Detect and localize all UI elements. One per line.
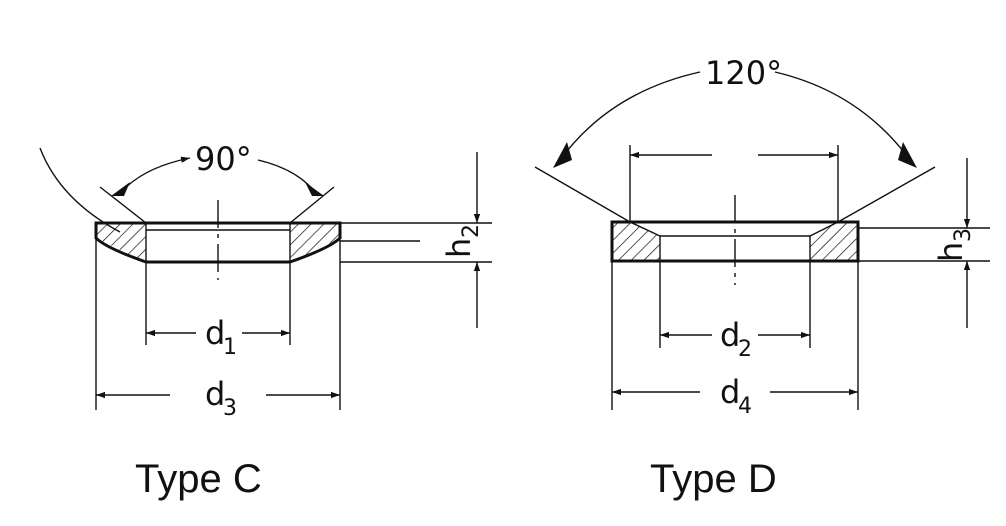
type-c-angle-label: 90° [195, 140, 252, 178]
type-c-sphere-arc [39, 147, 121, 233]
svg-text:2: 2 [738, 337, 752, 362]
type-d-d2-label: d 2 [720, 316, 752, 362]
type-c-h-label: h 2 [440, 224, 484, 258]
type-d-angle-label: 120° [705, 54, 782, 92]
svg-text:h: h [440, 238, 478, 258]
type-d-chamfer-left [629, 221, 661, 237]
type-c-chamfer-ext-right [289, 186, 335, 224]
type-c-right-section [290, 223, 340, 262]
type-d-angle-arc-left [559, 71, 701, 161]
type-d-angle-arc-right [774, 71, 911, 161]
type-c-angle-arrow-left [111, 182, 130, 196]
type-c-chamfer-ext-left [99, 186, 147, 224]
type-c-d1-label: d 1 [205, 314, 237, 360]
type-c-label: Type C [135, 457, 262, 501]
svg-text:d: d [720, 316, 740, 354]
type-d-left-section [612, 222, 660, 261]
type-d-h-label: h 3 [932, 228, 976, 262]
type-c-washer: 90° h 2 d 1 d 3 Type C [39, 140, 492, 501]
type-d-angle-arrow-left [553, 142, 572, 168]
type-c-left-section [96, 223, 146, 262]
svg-text:d: d [205, 314, 225, 352]
type-c-angle-arc-right [257, 159, 319, 197]
type-c-angle-arc-left [117, 156, 191, 197]
type-d-right-section [810, 222, 858, 261]
svg-text:3: 3 [951, 228, 976, 242]
type-d-chamfer-ext-right [837, 166, 936, 223]
type-d-chamfer-ext-left [534, 166, 631, 223]
svg-text:d: d [205, 375, 225, 413]
type-d-label: Type D [650, 457, 777, 501]
svg-text:d: d [720, 373, 740, 411]
type-d-chamfer-right [809, 221, 839, 237]
svg-text:4: 4 [738, 394, 752, 419]
svg-text:1: 1 [223, 335, 237, 360]
svg-text:2: 2 [459, 224, 484, 238]
svg-text:h: h [932, 242, 970, 262]
type-c-d3-label: d 3 [205, 375, 237, 421]
type-c-angle-arrow-right [305, 182, 324, 196]
type-d-washer: 120° h 3 d 2 d 4 Type D [534, 54, 990, 501]
svg-text:3: 3 [223, 396, 237, 421]
type-d-angle-arrow-right [898, 142, 917, 168]
type-d-d4-label: d 4 [720, 373, 752, 419]
